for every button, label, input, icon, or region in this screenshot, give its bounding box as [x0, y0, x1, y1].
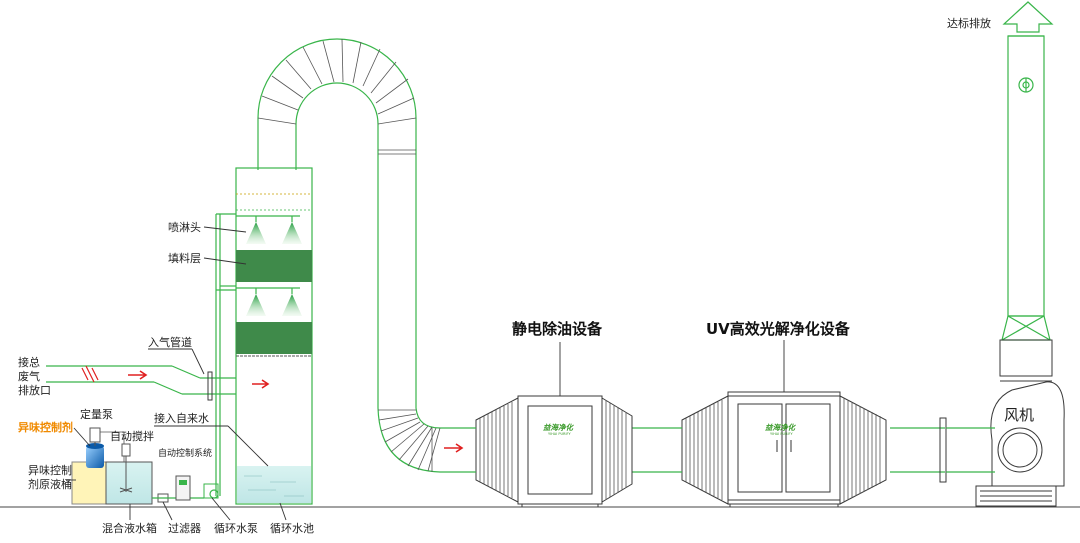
- stock-tank-label-line1: 异味控制: [28, 463, 72, 477]
- auto-control-cabinet: [175, 475, 191, 501]
- discharge-label: 达标排放: [947, 16, 991, 30]
- spray-cone: [282, 294, 302, 316]
- chimney-cap: [1002, 1, 1054, 33]
- fan: [975, 381, 1065, 507]
- filter-label: 过滤器: [168, 522, 201, 535]
- circulation-riser: [209, 213, 236, 499]
- spray-cone: [282, 222, 302, 244]
- uv-outlet-fins: [843, 398, 881, 502]
- inlet-source-label-line2: 废气: [18, 369, 40, 383]
- tap-water-label: 接入自来水: [154, 412, 209, 425]
- tap-water-line: [154, 425, 269, 467]
- fan-base: [975, 485, 1057, 507]
- circ-pool-label: 循环水池: [270, 522, 314, 535]
- esp-inlet-fins: [479, 402, 513, 498]
- packing-layer-label: 填料层: [168, 251, 201, 265]
- packing-layer: [236, 322, 312, 354]
- uv-body: [727, 391, 841, 505]
- circ-pump-label: 循环水泵: [214, 522, 258, 535]
- spray-cone: [246, 294, 266, 316]
- chimney: [999, 1, 1054, 382]
- agitator-blade: [119, 487, 133, 493]
- esp-brand-logo: 益海净化: [543, 423, 574, 432]
- spray-tower: [235, 167, 313, 505]
- esp-oil-removal: 益海净化 YIHAI PURIFY: [475, 395, 633, 507]
- circulation-pump: [203, 483, 219, 499]
- uv-inlet-fins: [685, 400, 723, 500]
- odor-agent-label: 异味控制剂: [18, 420, 73, 434]
- spray-head-label: 喷淋头: [168, 221, 201, 234]
- uv-brand-logo: 益海净化: [765, 423, 796, 432]
- odor-agent-stock-tank: [71, 461, 107, 505]
- fan-label: 风机: [1004, 406, 1034, 424]
- spray-cone: [246, 222, 266, 244]
- inlet-source-label-line1: 接总: [18, 355, 40, 369]
- uv-door-left: [737, 403, 783, 493]
- esp-body: [517, 395, 603, 505]
- uv-brand-sub: YIHAI PURIFY: [770, 432, 793, 436]
- odor-agent-bucket-icon: [86, 446, 104, 468]
- packing-layer: [236, 250, 312, 282]
- esp-brand-sub: YIHAI PURIFY: [548, 432, 571, 436]
- mix-tank-label: 混合液水箱: [102, 521, 157, 535]
- auto-stirrer-label: 自动搅拌: [110, 429, 154, 443]
- esp-door: [527, 405, 593, 495]
- uv-purifier: 益海净化 YIHAI PURIFY: [681, 391, 887, 507]
- inlet-source-label-line3: 排放口: [18, 383, 51, 397]
- dosing-pump: [89, 427, 101, 443]
- esp-label: 静电除油设备: [512, 320, 603, 338]
- inlet-duct: [46, 365, 236, 401]
- mixing-tank: [105, 461, 153, 505]
- agitator-motor: [121, 443, 131, 457]
- damper-icon: [81, 365, 99, 383]
- inlet-pipe-label: 入气管道: [148, 335, 192, 349]
- fan-impeller-hub: [997, 427, 1043, 473]
- esp-outlet-fins: [605, 400, 627, 500]
- flow-arrow-in-tower: [252, 379, 270, 389]
- auto-control-label: 自动控制系统: [158, 447, 212, 459]
- fan-housing: [990, 381, 1065, 487]
- dosing-pump-label: 定量泵: [80, 407, 113, 421]
- duct-to-fan: [890, 417, 995, 483]
- flow-arrow-to-esp: [444, 443, 464, 453]
- circulation-pool: [237, 466, 311, 503]
- u-duct: [257, 38, 476, 473]
- uv-label: UV高效光解净化设备: [706, 320, 851, 338]
- duct-esp-to-uv: [632, 427, 682, 473]
- stock-tank-label-line2: 剂原液桶: [28, 477, 72, 491]
- flow-arrow-inlet: [128, 370, 148, 380]
- uv-door-right: [785, 403, 831, 493]
